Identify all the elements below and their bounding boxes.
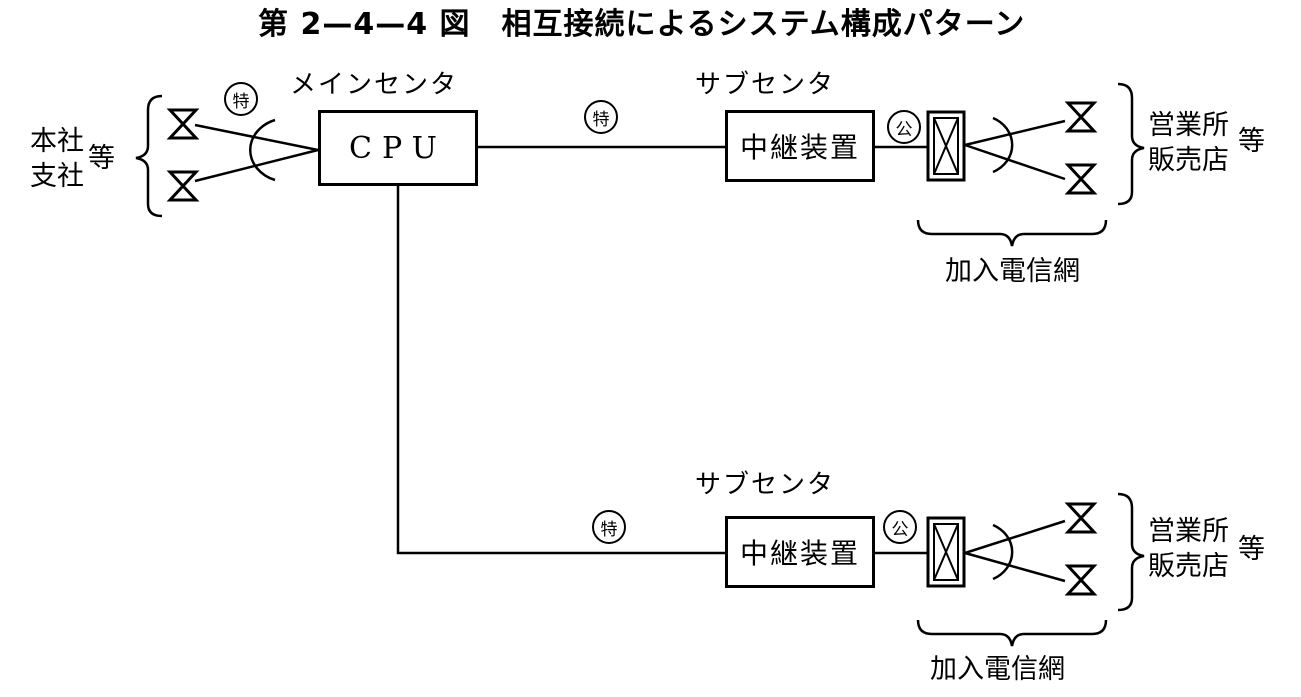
diagram-title: 第 2—4—4 図 相互接続によるシステム構成パターン (258, 7, 1026, 42)
terminal-icon (166, 170, 200, 202)
switch-terminal-line-bottom-2 (964, 551, 1066, 583)
dest-suffix: 等 (1238, 534, 1265, 565)
cpu-box: CPU (318, 110, 478, 186)
telex-network-label: 加入電信網 (945, 256, 1080, 287)
terminal-icon (1064, 564, 1098, 596)
sales-office-label: 営業所 (1148, 516, 1229, 547)
public-line-mark: 公 (883, 510, 917, 544)
terminal-icon (1064, 163, 1098, 195)
switch-terminal-line-bottom-1 (964, 519, 1066, 555)
sub-center-bottom-label: サブセンタ (695, 470, 836, 500)
trunk-line-bottom (396, 186, 725, 555)
public-line-mark: 公 (887, 110, 921, 144)
top-dest-brace (1117, 82, 1145, 206)
relay-device-bottom: 中継装置 (725, 516, 875, 588)
telex-network-label: 加入電信網 (930, 654, 1065, 685)
left-group-suffix: 等 (88, 143, 115, 174)
left-group-brace (135, 94, 163, 218)
bottom-dest-brace (1117, 492, 1145, 612)
sales-office-label: 営業所 (1148, 110, 1229, 141)
line-branch-office-cpu (194, 148, 319, 183)
cpu-label: CPU (349, 130, 447, 166)
dedicated-line-mark: 特 (584, 100, 618, 134)
sales-shop-label: 販売店 (1148, 145, 1229, 176)
switch-terminal-line-top-2 (964, 143, 1066, 181)
terminal-icon (1064, 101, 1098, 133)
terminal-icon (166, 108, 200, 140)
dedicated-line-mark: 特 (224, 82, 258, 116)
terminal-icons (166, 101, 1098, 596)
terminal-icon (1064, 502, 1098, 534)
dedicated-line-mark: 特 (592, 510, 626, 544)
dest-suffix: 等 (1238, 126, 1265, 157)
sales-shop-label: 販売店 (1148, 551, 1229, 582)
top-network-brace (916, 219, 1108, 247)
left-exchange-arc (248, 118, 276, 182)
branch-office-label: 支社 (30, 161, 84, 192)
bottom-exchange-arc (992, 523, 1014, 581)
relay-device-label: 中継装置 (739, 537, 860, 570)
bottom-network-brace (916, 619, 1108, 647)
switch-terminal-line-top-1 (964, 119, 1066, 147)
line-head-office-cpu (194, 123, 319, 152)
relay-device-label: 中継装置 (739, 131, 860, 164)
head-office-label: 本社 (30, 126, 84, 157)
relay-device-top: 中継装置 (725, 110, 875, 182)
main-center-label: メインセンタ (290, 70, 459, 100)
sub-center-top-label: サブセンタ (695, 70, 836, 100)
top-exchange-arc (992, 116, 1014, 174)
